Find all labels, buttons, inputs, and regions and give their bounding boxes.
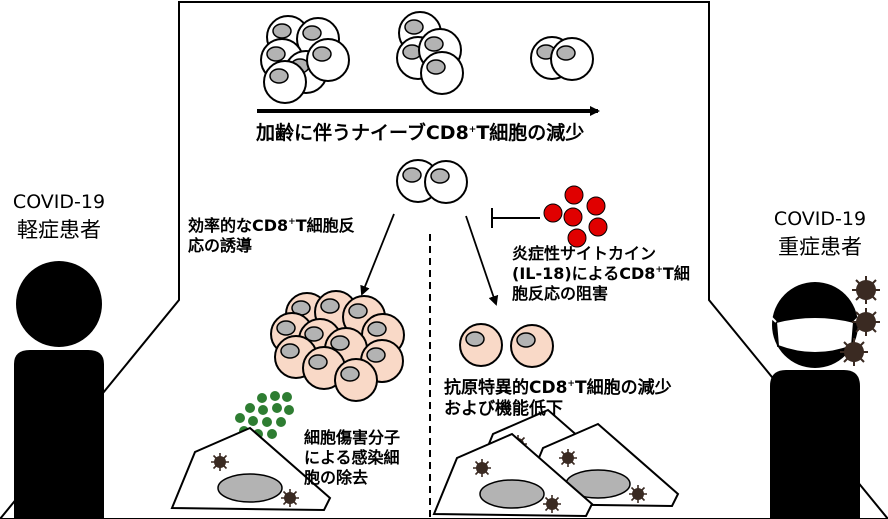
inhibition-symbol xyxy=(491,208,540,228)
efficient-response-label: 効率的なCD8+T細胞反 応の誘導 xyxy=(188,216,355,255)
naive-decrease-label: 加齢に伴うナイーブCD8+T細胞の減少 xyxy=(256,122,585,144)
naive-t-cell-cluster-large xyxy=(260,15,350,104)
mild-patient-label: COVID-19 軽症患者 xyxy=(12,191,106,242)
inflammatory-cytokines xyxy=(543,185,608,248)
cytotoxic-removal-label: 細胞傷害分子 による感染細 胞の除去 xyxy=(304,428,401,487)
reduced-t-cells xyxy=(459,323,554,368)
left-branch-arrow xyxy=(360,213,395,296)
effector-t-cell-cluster xyxy=(270,290,405,402)
remaining-naive-t-cells xyxy=(396,159,468,204)
severe-patient-label: COVID-19 重症患者 xyxy=(773,208,867,259)
naive-t-cell-cluster-medium xyxy=(396,11,464,95)
mild-patient-silhouette xyxy=(14,261,104,519)
severe-patient-silhouette xyxy=(770,275,881,519)
cytokine-inhibition-label: 炎症性サイトカイン (IL-18)によるCD8+T細 胞反応の阻害 xyxy=(512,244,690,303)
antigen-specific-decrease-label: 抗原特異的CD8+T細胞の減少 および機能低下 xyxy=(444,378,672,420)
infected-cells-right xyxy=(434,410,678,516)
naive-t-cell-cluster-small xyxy=(530,36,594,81)
face-mask-icon xyxy=(774,316,856,354)
right-branch-arrow xyxy=(465,215,499,306)
